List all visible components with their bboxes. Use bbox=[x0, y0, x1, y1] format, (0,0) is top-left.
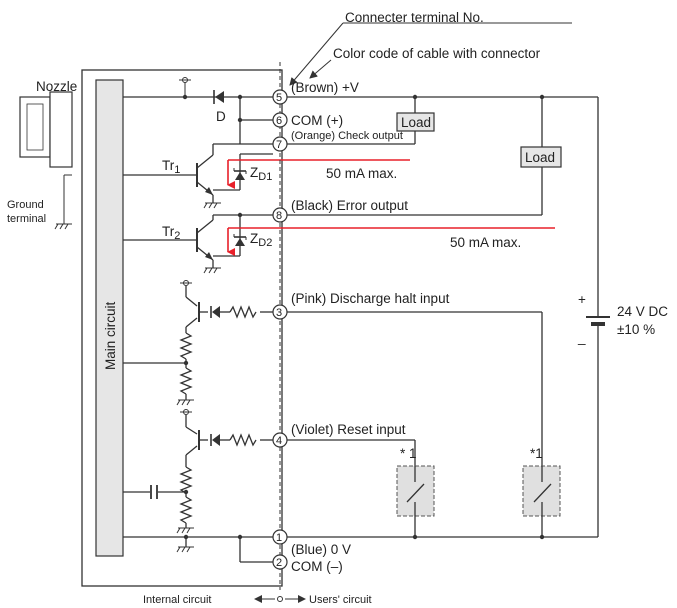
brown-v-label: (Brown) +V bbox=[291, 80, 359, 95]
com-minus-label: COM (–) bbox=[291, 559, 343, 574]
svg-text:6: 6 bbox=[276, 115, 282, 127]
transistor-tr2 bbox=[123, 214, 273, 274]
ground-terminal-label-line2: terminal bbox=[7, 213, 46, 225]
diode-label: D bbox=[216, 109, 226, 124]
pink-halt-label: (Pink) Discharge halt input bbox=[291, 291, 450, 306]
svg-text:3: 3 bbox=[276, 307, 282, 319]
zd2-label: ZD2 bbox=[250, 231, 272, 249]
svg-text:1: 1 bbox=[276, 532, 282, 544]
svg-text:8: 8 bbox=[276, 210, 282, 222]
diode-d bbox=[213, 90, 243, 120]
svg-text:5: 5 bbox=[276, 92, 282, 104]
orange-check-label: (Orange) Check output bbox=[291, 130, 403, 142]
terminal-3: 3 bbox=[272, 304, 288, 320]
terminal-8: 8 bbox=[272, 207, 288, 223]
load-label-2: Load bbox=[525, 150, 555, 165]
color-code-label: Color code of cable with connector bbox=[333, 46, 541, 61]
svg-text:2: 2 bbox=[276, 557, 282, 569]
supply-plus-sign: + bbox=[578, 292, 586, 307]
nozzle bbox=[19, 91, 73, 230]
power-supply-24v bbox=[586, 302, 610, 537]
connector-terminal-label: Connecter terminal No. bbox=[345, 10, 484, 25]
rail-0v bbox=[123, 516, 598, 563]
current-label-1: 50 mA max. bbox=[326, 166, 397, 181]
terminal-1: 1 bbox=[272, 529, 288, 545]
com-plus-label: COM (+) bbox=[291, 113, 343, 128]
terminal-7: 7 bbox=[272, 136, 288, 152]
terminal-6: 6 bbox=[272, 112, 288, 128]
tr2-label: Tr2 bbox=[162, 224, 180, 242]
internal-circuit-box bbox=[81, 69, 283, 587]
tr1-label: Tr1 bbox=[162, 158, 180, 176]
note-label-1: * 1 bbox=[400, 446, 417, 461]
current-arrow-2 bbox=[227, 227, 555, 256]
switch-2 bbox=[522, 465, 561, 517]
rail-plus-v bbox=[123, 77, 599, 302]
ground-terminal-label-line1: Ground bbox=[7, 199, 44, 211]
svg-text:7: 7 bbox=[276, 139, 282, 151]
main-circuit-block bbox=[95, 79, 124, 557]
supply-tolerance-label: ±10 % bbox=[617, 322, 655, 337]
users-circuit-label: Users' circuit bbox=[309, 594, 372, 606]
reset-input-circuit bbox=[123, 409, 273, 534]
supply-voltage-label: 24 V DC bbox=[617, 304, 668, 319]
zd1-label: ZD1 bbox=[250, 165, 272, 183]
blue-0v-label: (Blue) 0 V bbox=[291, 542, 351, 557]
zener-zd2 bbox=[213, 212, 247, 257]
terminal-4: 4 bbox=[272, 432, 288, 448]
current-arrow-1 bbox=[227, 159, 410, 189]
color-code-leader bbox=[309, 59, 332, 79]
ground-terminal-symbol bbox=[54, 223, 72, 230]
violet-reset-label: (Violet) Reset input bbox=[291, 422, 406, 437]
boundary-marker bbox=[277, 596, 283, 602]
transistor-tr1 bbox=[123, 143, 240, 209]
connector-terminal-leader bbox=[289, 22, 344, 86]
load-box-2 bbox=[520, 146, 562, 168]
supply-minus-sign: _ bbox=[577, 330, 586, 345]
load-label-1: Load bbox=[401, 115, 431, 130]
note-label-2: *1 bbox=[530, 446, 543, 461]
switch-1 bbox=[396, 465, 435, 517]
internal-circuit-label: Internal circuit bbox=[143, 594, 211, 606]
current-label-2: 50 mA max. bbox=[450, 235, 521, 250]
black-error-label: (Black) Error output bbox=[291, 198, 408, 213]
discharge-halt-circuit bbox=[123, 280, 273, 406]
svg-text:4: 4 bbox=[276, 435, 282, 447]
main-circuit-label: Main circuit bbox=[103, 301, 118, 370]
nozzle-label: Nozzle bbox=[36, 79, 77, 94]
terminal-2: 2 bbox=[272, 554, 288, 570]
terminal-5: 5 bbox=[272, 89, 288, 105]
